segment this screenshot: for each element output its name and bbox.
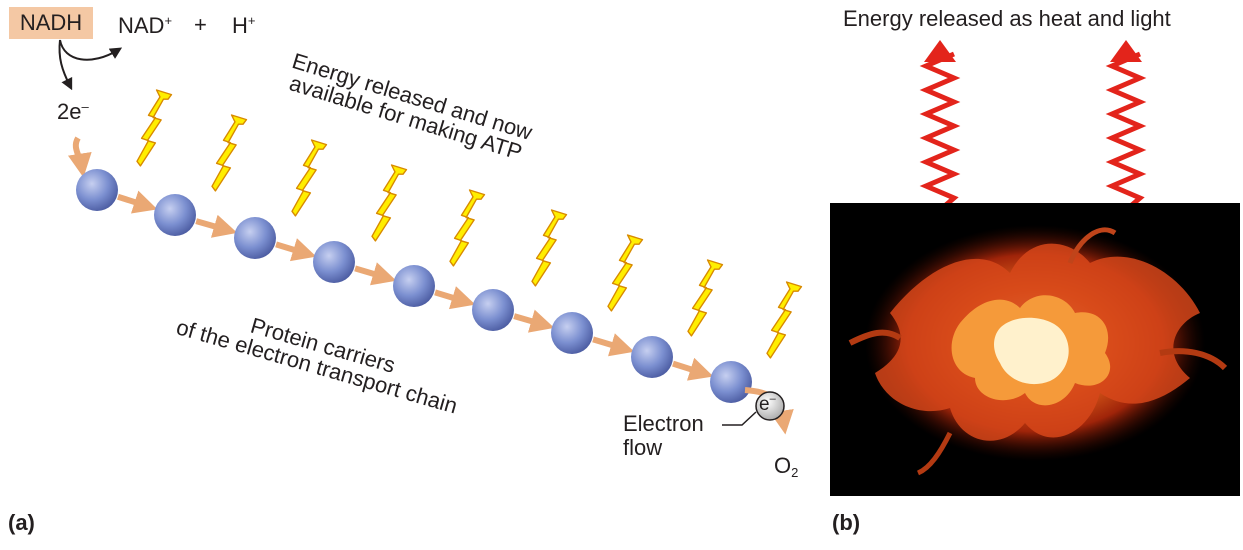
nadh-to-nad-arrow: [59, 39, 123, 61]
fire-photo: [830, 203, 1240, 496]
nad-plus-label: NAD+: [118, 14, 172, 37]
oxygen-text: O: [774, 453, 792, 478]
two-electrons-label: 2e–: [57, 100, 89, 123]
h-charge: +: [247, 13, 256, 28]
protein-carrier: [710, 361, 752, 403]
panel-a-label: (a): [8, 510, 35, 535]
electron-symbol-text: e: [759, 394, 770, 415]
carrier-arrow: [434, 286, 476, 310]
carrier-arrow: [513, 309, 555, 333]
electron-symbol: e–: [759, 393, 776, 415]
nad-charge: +: [164, 13, 173, 28]
h-text: H: [232, 13, 248, 38]
carrier-arrow: [117, 190, 158, 214]
heat-light-arrowhead: [1110, 40, 1142, 62]
protein-carrier: [472, 289, 514, 331]
carrier-arrows: [117, 190, 714, 381]
carrier-arrow: [354, 262, 397, 286]
oxygen-subscript: 2: [791, 465, 799, 480]
protein-carrier: [393, 265, 435, 307]
panel-b-label: (b): [832, 510, 861, 535]
carrier-chain: [76, 169, 752, 403]
heat-light-zigzag: [1105, 51, 1147, 212]
protein-carrier: [313, 241, 355, 283]
energy-bolt: [687, 259, 724, 337]
energy-bolt: [291, 139, 328, 217]
entry-arrow: [67, 136, 92, 178]
energy-bolt: [607, 234, 644, 312]
carrier-arrow: [275, 238, 317, 262]
electron-flow-line-1: Electron: [623, 411, 704, 436]
protein-carrier: [76, 169, 118, 211]
carrier-arrow: [672, 357, 714, 381]
oxygen-label: O2: [774, 453, 799, 480]
protein-carrier: [551, 312, 593, 354]
plus-sign: +: [194, 12, 207, 37]
fire-image: [848, 225, 1228, 476]
protein-carrier: [154, 194, 196, 236]
energy-bolt: [136, 89, 173, 167]
heat-light-zigzag: [919, 51, 961, 212]
energy-bolt: [449, 189, 486, 267]
heat-light-zigzags: [919, 40, 1147, 212]
h-plus-label: H+: [232, 14, 255, 37]
energy-bolt: [211, 114, 248, 192]
electron-flow-leader: [722, 411, 757, 426]
electrons-text: 2e: [57, 99, 82, 124]
energy-bolt: [371, 164, 408, 242]
electron-flow-line-2: flow: [623, 435, 663, 461]
carrier-arrow: [195, 214, 238, 238]
electron-flow-label: Electron flow: [623, 411, 704, 461]
protein-carrier: [234, 217, 276, 259]
nadh-to-electron-arrow: [58, 39, 73, 91]
energy-bolt: [531, 209, 568, 287]
electron-circle: [755, 391, 785, 421]
nad-text: NAD: [118, 13, 165, 38]
electron-symbol-charge: –: [769, 393, 776, 405]
energy-bolts: [136, 89, 803, 359]
carrier-arrow: [592, 333, 635, 357]
nadh-box: NADH: [9, 7, 93, 39]
heat-light-arrowhead: [924, 40, 956, 62]
protein-carrier: [631, 336, 673, 378]
energy-bolt: [766, 281, 803, 359]
heat-light-label: Energy released as heat and light: [843, 6, 1171, 31]
electrons-charge: –: [81, 99, 89, 114]
